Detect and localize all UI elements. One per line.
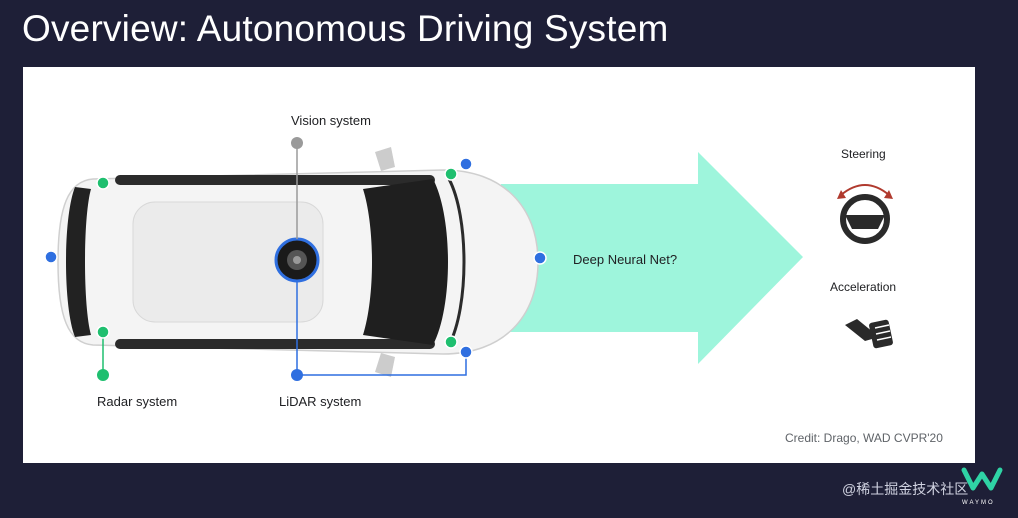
watermark: @稀土掘金技术社区 (842, 481, 969, 497)
vision-dot (291, 137, 303, 149)
vision-label: Vision system (291, 113, 371, 128)
slide-title: Overview: Autonomous Driving System (22, 8, 669, 49)
lidar-sensor (459, 345, 473, 359)
diagram-canvas (44, 137, 893, 381)
diagram-panel: Vision system Radar system LiDAR system … (23, 67, 975, 463)
steering-label: Steering (841, 147, 886, 161)
lidar-sensor (44, 250, 58, 264)
credit-text: Credit: Drago, WAD CVPR'20 (785, 431, 943, 445)
waymo-logo-icon (961, 467, 1003, 491)
radar-label: Radar system (97, 394, 178, 409)
lidar-label: LiDAR system (279, 394, 362, 409)
radar-sensor (444, 167, 458, 181)
lidar-sensor-icon (274, 237, 320, 283)
dnn-arrow (501, 152, 803, 364)
acceleration-label: Acceleration (830, 280, 897, 294)
radar-dot (97, 369, 109, 381)
lidar-sensor (459, 157, 473, 171)
lidar-dot (291, 369, 303, 381)
waymo-logo-text: WAYMO (962, 500, 995, 506)
radar-sensor (96, 325, 110, 339)
dnn-label: Deep Neural Net? (573, 252, 678, 267)
radar-sensor (444, 335, 458, 349)
radar-sensor (96, 176, 110, 190)
lidar-sensor (533, 251, 547, 265)
pedal-icon (845, 319, 893, 349)
steering-wheel-icon (837, 184, 893, 244)
